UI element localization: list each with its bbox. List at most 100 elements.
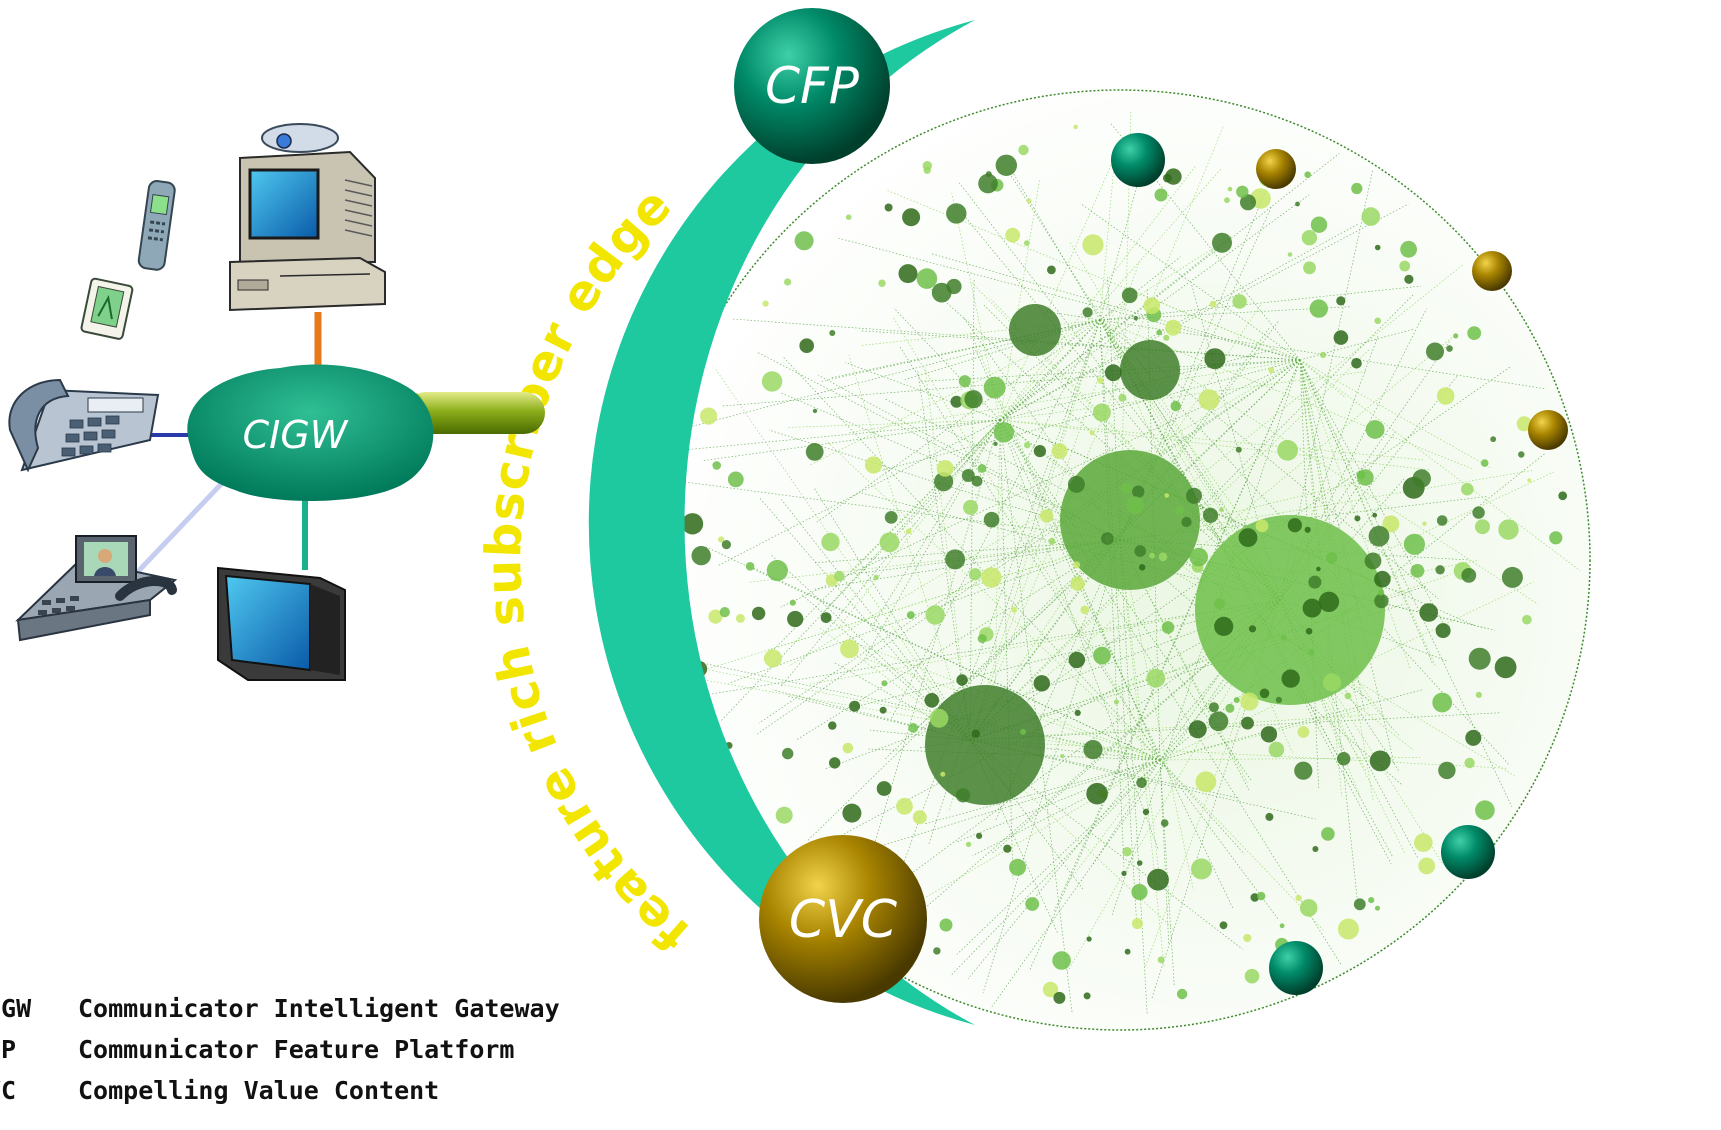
globe-link-line [825,440,1161,761]
globe-node-speck [1086,782,1108,805]
globe-node-speck [1053,991,1066,1004]
globe-link-line [809,599,1281,685]
globe-node-speck [1475,800,1495,820]
globe-node-speck [1233,697,1240,703]
globe-node-speck [1377,589,1385,596]
globe-link-line [1066,599,1281,973]
globe-node-speck [971,475,983,487]
globe-node-speck [1304,171,1311,178]
globe-node-speck [1374,593,1389,609]
globe-node-speck [1351,182,1363,195]
globe-node-speck [993,422,1015,443]
globe-node-speck [784,278,792,286]
globe-link-line [1159,759,1170,945]
legend-abbr: IGW [0,994,32,1023]
globe-node-speck [1260,726,1278,743]
globe-node-speck [840,639,859,659]
globe-node-speck [1092,403,1111,422]
globe-node-speck [1325,552,1338,564]
globe-node-speck [1268,367,1275,374]
globe-link-line [969,261,1140,741]
globe-node-speck [1312,846,1319,852]
globe-node-speck [1131,918,1143,930]
globe-link-line [1159,759,1175,987]
legend-abbr: VC [0,1076,17,1105]
globe-node-speck [1436,387,1455,405]
globe-node-speck [1418,857,1436,875]
globe-link-line [839,419,1001,628]
globe-node-speck [936,460,954,477]
globe-link-line [1099,319,1138,925]
globe-node-speck [922,161,932,171]
globe-node-speck [1374,317,1381,325]
globe-node-speck [1208,711,1229,732]
globe-link-line [969,712,1502,741]
globe-node-speck [1122,847,1132,857]
globe-node-speck [1212,232,1232,253]
globe-node-speck [1461,568,1477,583]
globe-node-speck [1318,591,1340,612]
globe-node-speck [1121,287,1138,304]
globe-node-speck [1250,893,1260,902]
globe-link-line [969,603,1405,741]
globe-node-speck [799,338,814,354]
legend-row-cigw: IGW Communicator Intelligent Gateway [0,988,606,1029]
globe-node-speck [1073,561,1081,569]
globe-link-line [1099,256,1181,321]
globe-node-clusters [667,124,1568,1004]
globe-node-speck [1136,777,1147,789]
globe-node-speck [1101,532,1114,545]
globe-link-line [950,759,1161,976]
globe-node-speck [1147,868,1169,891]
globe-link-line [999,419,1424,461]
globe-link-line [780,419,1001,687]
cfp-label: CFP [765,57,860,115]
globe-cluster [1120,340,1180,400]
pda-icon [80,277,134,340]
globe-link-line [972,759,1161,857]
globe-node-speck [1134,545,1146,557]
globe-node-speck [1204,348,1226,370]
globe-node-speck [1009,858,1027,876]
globe-node-speck [794,231,814,251]
globe-link-line [752,567,1161,761]
globe-node-speck [1082,307,1093,318]
globe-node-speck [1120,482,1132,494]
globe-node-speck [1052,951,1071,970]
globe-node-speck [906,611,915,620]
globe-link-line [1299,359,1433,664]
globe-node-speck [1025,897,1040,911]
globe-node-speck [1305,627,1313,635]
cigw-label: CIGW [243,413,349,457]
globe-link-line [1159,757,1421,761]
globe-node-speck [1033,445,1046,458]
globe-node-speck [1121,870,1127,877]
globe-node-speck [924,693,940,708]
globe-node-speck [1158,552,1168,562]
globe-link-line [861,319,1101,346]
globe-node-speck [916,268,938,289]
gold-node-icon [1256,149,1296,189]
globe-link-line [1279,431,1396,601]
cvc-node: CVC [759,835,927,1003]
globe-node-speck [1198,389,1220,410]
globe-node-speck [1113,699,1119,705]
globe-node-speck [1175,505,1185,515]
globe-node-speck [1467,326,1482,340]
globe-node-speck [1170,400,1181,412]
globe-node-speck [1400,240,1417,258]
globe-cluster [1060,450,1200,590]
globe-node-speck [1403,533,1425,555]
globe-node-speck [700,407,718,425]
globe-link-line [720,319,1101,722]
cvc-label: CVC [789,890,898,950]
globe-node-speck [1464,757,1475,769]
globe-node-speck [1126,496,1145,515]
globe-node-speck [983,511,1000,528]
globe-node-speck [1287,252,1293,257]
globe-node-speck [1073,124,1078,130]
globe-node-speck [905,528,912,535]
globe-node-speck [1558,491,1568,501]
globe-node-speck [842,803,862,823]
